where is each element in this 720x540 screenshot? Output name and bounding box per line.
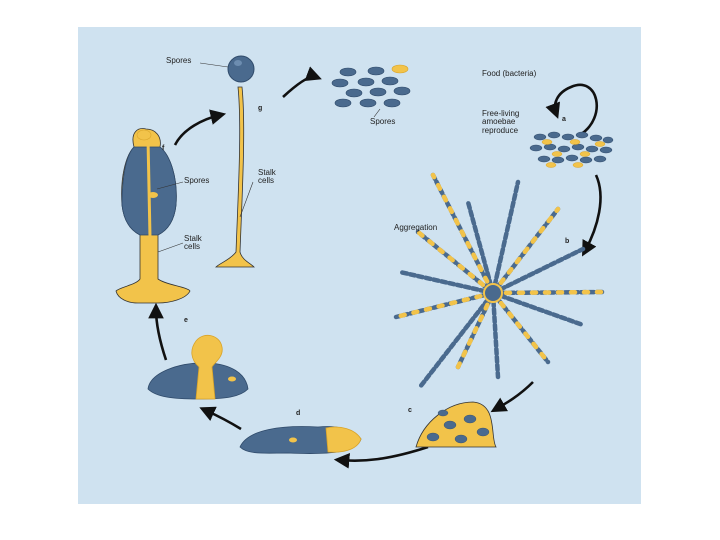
label-stalk-cells-f: Stalk cells <box>184 235 202 252</box>
label-food: Food (bacteria) <box>482 70 536 78</box>
spore-head-g <box>228 56 254 82</box>
culmination-e <box>148 335 248 399</box>
label-spores-cluster: Spores <box>370 118 395 126</box>
label-spores-top: Spores <box>166 57 191 65</box>
arrow-a-to-b <box>585 175 600 251</box>
arrow-g-to-spores <box>283 77 316 97</box>
stage-d-label: d <box>296 410 300 417</box>
fruiting-body-f <box>116 129 190 303</box>
arrow-b-to-c <box>496 382 533 409</box>
arrow-e-to-f <box>156 309 166 360</box>
stage-e-label: e <box>184 317 188 324</box>
label-aggregation: Aggregation <box>394 224 437 232</box>
aggregation-streams <box>396 175 603 387</box>
released-spores <box>332 65 410 107</box>
arrow-food-loop <box>555 85 597 135</box>
life-cycle-diagram <box>78 27 641 504</box>
stage-a-label: a <box>562 116 566 123</box>
arrow-f-to-g <box>175 115 220 145</box>
mound-c <box>416 402 496 447</box>
stage-g-label: g <box>258 105 262 112</box>
stage-c-label: c <box>408 407 412 414</box>
diagram-panel: Spores Spores Food (bacteria) Free-livin… <box>78 27 641 504</box>
label-spores-f: Spores <box>184 177 209 185</box>
cycle-arrows <box>156 77 600 461</box>
label-free-living: Free-living amoebae reproduce <box>482 110 519 135</box>
slug-d <box>240 427 361 454</box>
label-stalk-cells-g: Stalk cells <box>258 169 276 186</box>
fruiting-body-g <box>200 56 254 267</box>
arrow-c-to-d <box>340 447 428 461</box>
aggregation-center <box>484 284 502 302</box>
free-living-amoebae <box>530 132 613 168</box>
stage-f-label: f <box>162 145 164 152</box>
stalk-g <box>216 87 254 267</box>
stage-b-label: b <box>565 238 569 245</box>
arrow-d-to-e <box>205 410 241 429</box>
